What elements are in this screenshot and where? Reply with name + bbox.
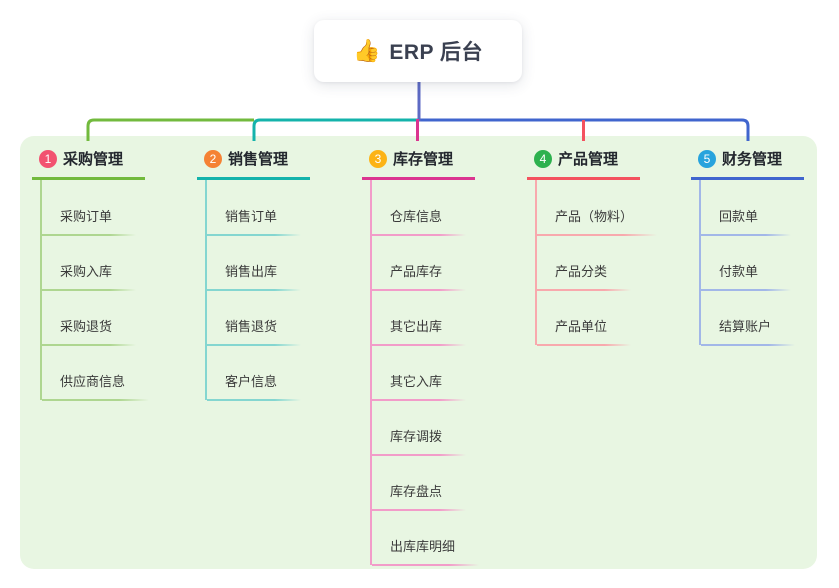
child-node-label: 采购订单 <box>60 209 113 224</box>
child-node-label: 产品单位 <box>555 319 608 334</box>
branch-node-title: 产品管理 <box>558 151 619 168</box>
child-node-label: 回款单 <box>719 209 759 224</box>
child-node-label: 仓库信息 <box>390 209 443 224</box>
number-badge: 4 <box>534 149 552 168</box>
child-node-label: 出库库明细 <box>390 539 456 554</box>
child-node-label: 其它入库 <box>390 374 443 389</box>
branch-node-sales[interactable]: 2 销售管理 <box>197 148 310 180</box>
child-node-label: 其它出库 <box>390 319 443 334</box>
child-node-list: 采购订单采购入库采购退货供应商信息 <box>40 180 182 401</box>
child-node[interactable]: 其它出库 <box>372 290 467 346</box>
child-node[interactable]: 产品单位 <box>537 290 632 346</box>
mindmap-panel <box>20 136 817 569</box>
root-node-title: ERP 后台 <box>389 41 484 64</box>
child-node-label: 销售订单 <box>225 209 278 224</box>
child-node[interactable]: 销售订单 <box>207 180 302 236</box>
child-node[interactable]: 仓库信息 <box>372 180 467 236</box>
branch-column-purchase: 1 采购管理 采购订单采购入库采购退货供应商信息 <box>32 148 182 401</box>
child-node-label: 产品（物料） <box>555 209 634 224</box>
child-node-list: 回款单付款单结算账户 <box>699 180 839 346</box>
branch-node-finance[interactable]: 5 财务管理 <box>691 148 804 180</box>
branch-node-purchase[interactable]: 1 采购管理 <box>32 148 145 180</box>
child-node-label: 库存调拨 <box>390 429 443 444</box>
branch-node-title: 采购管理 <box>63 151 124 168</box>
child-node[interactable]: 付款单 <box>701 235 791 291</box>
child-node-label: 库存盘点 <box>390 484 443 499</box>
branch-node-title: 库存管理 <box>393 151 454 168</box>
branch-column-sales: 2 销售管理 销售订单销售出库销售退货客户信息 <box>197 148 347 401</box>
child-node[interactable]: 产品库存 <box>372 235 467 291</box>
child-node-label: 产品库存 <box>390 264 443 279</box>
child-node[interactable]: 结算账户 <box>701 290 796 346</box>
child-node[interactable]: 销售出库 <box>207 235 302 291</box>
child-node[interactable]: 采购退货 <box>42 290 137 346</box>
child-node-label: 供应商信息 <box>60 374 126 389</box>
number-badge: 1 <box>39 149 57 168</box>
child-node[interactable]: 供应商信息 <box>42 345 150 401</box>
branch-column-product: 4 产品管理 产品（物料） 产品分类产品单位 <box>527 148 677 346</box>
child-node[interactable]: 出库库明细 <box>372 510 480 566</box>
child-node[interactable]: 回款单 <box>701 180 791 236</box>
child-node[interactable]: 销售退货 <box>207 290 302 346</box>
child-node-label: 付款单 <box>719 264 759 279</box>
child-node[interactable]: 采购入库 <box>42 235 137 291</box>
branch-column-inventory: 3 库存管理 仓库信息产品库存其它出库其它入库库存调拨库存盘点出库库明细 <box>362 148 512 566</box>
child-node[interactable]: 产品分类 <box>537 235 632 291</box>
child-node-list: 产品（物料） 产品分类产品单位 <box>535 180 677 346</box>
root-node[interactable]: 👍 ERP 后台 <box>314 20 522 82</box>
child-node[interactable]: 产品（物料） <box>537 180 658 236</box>
number-badge: 5 <box>698 149 716 168</box>
branch-node-product[interactable]: 4 产品管理 <box>527 148 640 180</box>
branch-column-finance: 5 财务管理 回款单付款单结算账户 <box>691 148 839 346</box>
child-node-list: 仓库信息产品库存其它出库其它入库库存调拨库存盘点出库库明细 <box>370 180 512 566</box>
number-badge: 2 <box>204 149 222 168</box>
child-node[interactable]: 其它入库 <box>372 345 467 401</box>
child-node-label: 产品分类 <box>555 264 608 279</box>
child-node[interactable]: 库存调拨 <box>372 400 467 456</box>
child-node-label: 销售出库 <box>225 264 278 279</box>
thumbs-up-icon: 👍 <box>352 38 381 63</box>
child-node-label: 结算账户 <box>719 319 772 334</box>
child-node-label: 客户信息 <box>225 374 278 389</box>
branch-node-inventory[interactable]: 3 库存管理 <box>362 148 475 180</box>
child-node-label: 采购退货 <box>60 319 113 334</box>
child-node[interactable]: 库存盘点 <box>372 455 467 511</box>
child-node-label: 采购入库 <box>60 264 113 279</box>
branch-node-title: 财务管理 <box>722 151 783 168</box>
child-node-label: 销售退货 <box>225 319 278 334</box>
child-node[interactable]: 采购订单 <box>42 180 137 236</box>
child-node[interactable]: 客户信息 <box>207 345 302 401</box>
number-badge: 3 <box>369 149 387 168</box>
branch-node-title: 销售管理 <box>228 151 289 168</box>
child-node-list: 销售订单销售出库销售退货客户信息 <box>205 180 347 401</box>
